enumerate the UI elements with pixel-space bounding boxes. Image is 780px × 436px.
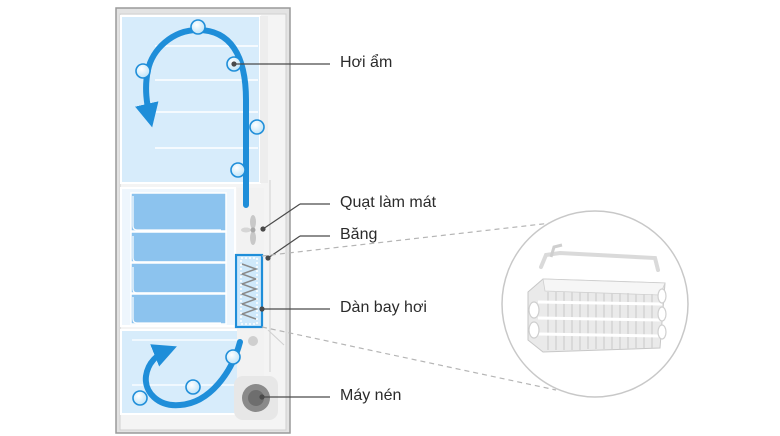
airflow-arrow-lower <box>142 339 243 409</box>
freezer-compartment <box>120 187 236 327</box>
freezer-drawer <box>130 231 227 263</box>
label-compressor: Máy nén <box>340 387 402 404</box>
droplet <box>135 63 151 79</box>
label-fan: Quạt làm mát <box>340 194 437 211</box>
label-ice: Băng <box>340 226 378 243</box>
compressor <box>234 376 278 420</box>
label-evaporator: Dàn bay hơi <box>340 299 427 316</box>
leader-lines <box>231 61 330 400</box>
droplet <box>225 349 241 365</box>
freezer-drawer <box>130 192 227 232</box>
droplet <box>132 390 148 406</box>
droplet <box>249 119 265 135</box>
evaporator-closeup <box>501 210 689 398</box>
ice-layer <box>240 257 258 325</box>
fan-icon <box>241 215 256 245</box>
label-moisture: Hơi ẩm <box>340 54 393 71</box>
zoom-lines <box>261 221 561 391</box>
droplet <box>190 19 206 35</box>
freezer-drawer <box>130 262 227 294</box>
droplet <box>230 162 246 178</box>
moisture-droplets <box>132 19 265 406</box>
freezer-drawer <box>130 293 227 325</box>
evaporator-coil <box>234 253 264 329</box>
droplet <box>185 379 201 395</box>
